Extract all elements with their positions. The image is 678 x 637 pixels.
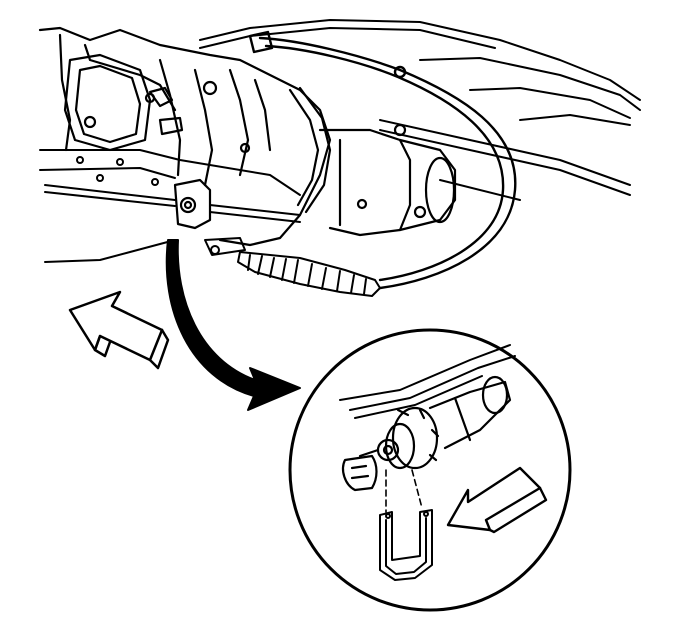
vehicle-floor-pan [199, 19, 641, 201]
detail-case-edge [339, 344, 516, 419]
frame-crossmember [39, 149, 301, 263]
retaining-clip [379, 509, 433, 581]
detail-view-circle [288, 328, 572, 612]
shift-cable-loop [248, 30, 517, 290]
transmission-case [38, 26, 332, 247]
transmission-extension-housing [318, 123, 457, 237]
direction-arrow-detail-icon [446, 466, 548, 534]
callout-arrow-icon [165, 239, 301, 411]
clip-alignment-lines [385, 469, 423, 513]
detail-cable-housing [341, 375, 512, 492]
direction-arrow-left-icon [68, 290, 170, 370]
shift-cable-end-assembly [204, 237, 381, 297]
